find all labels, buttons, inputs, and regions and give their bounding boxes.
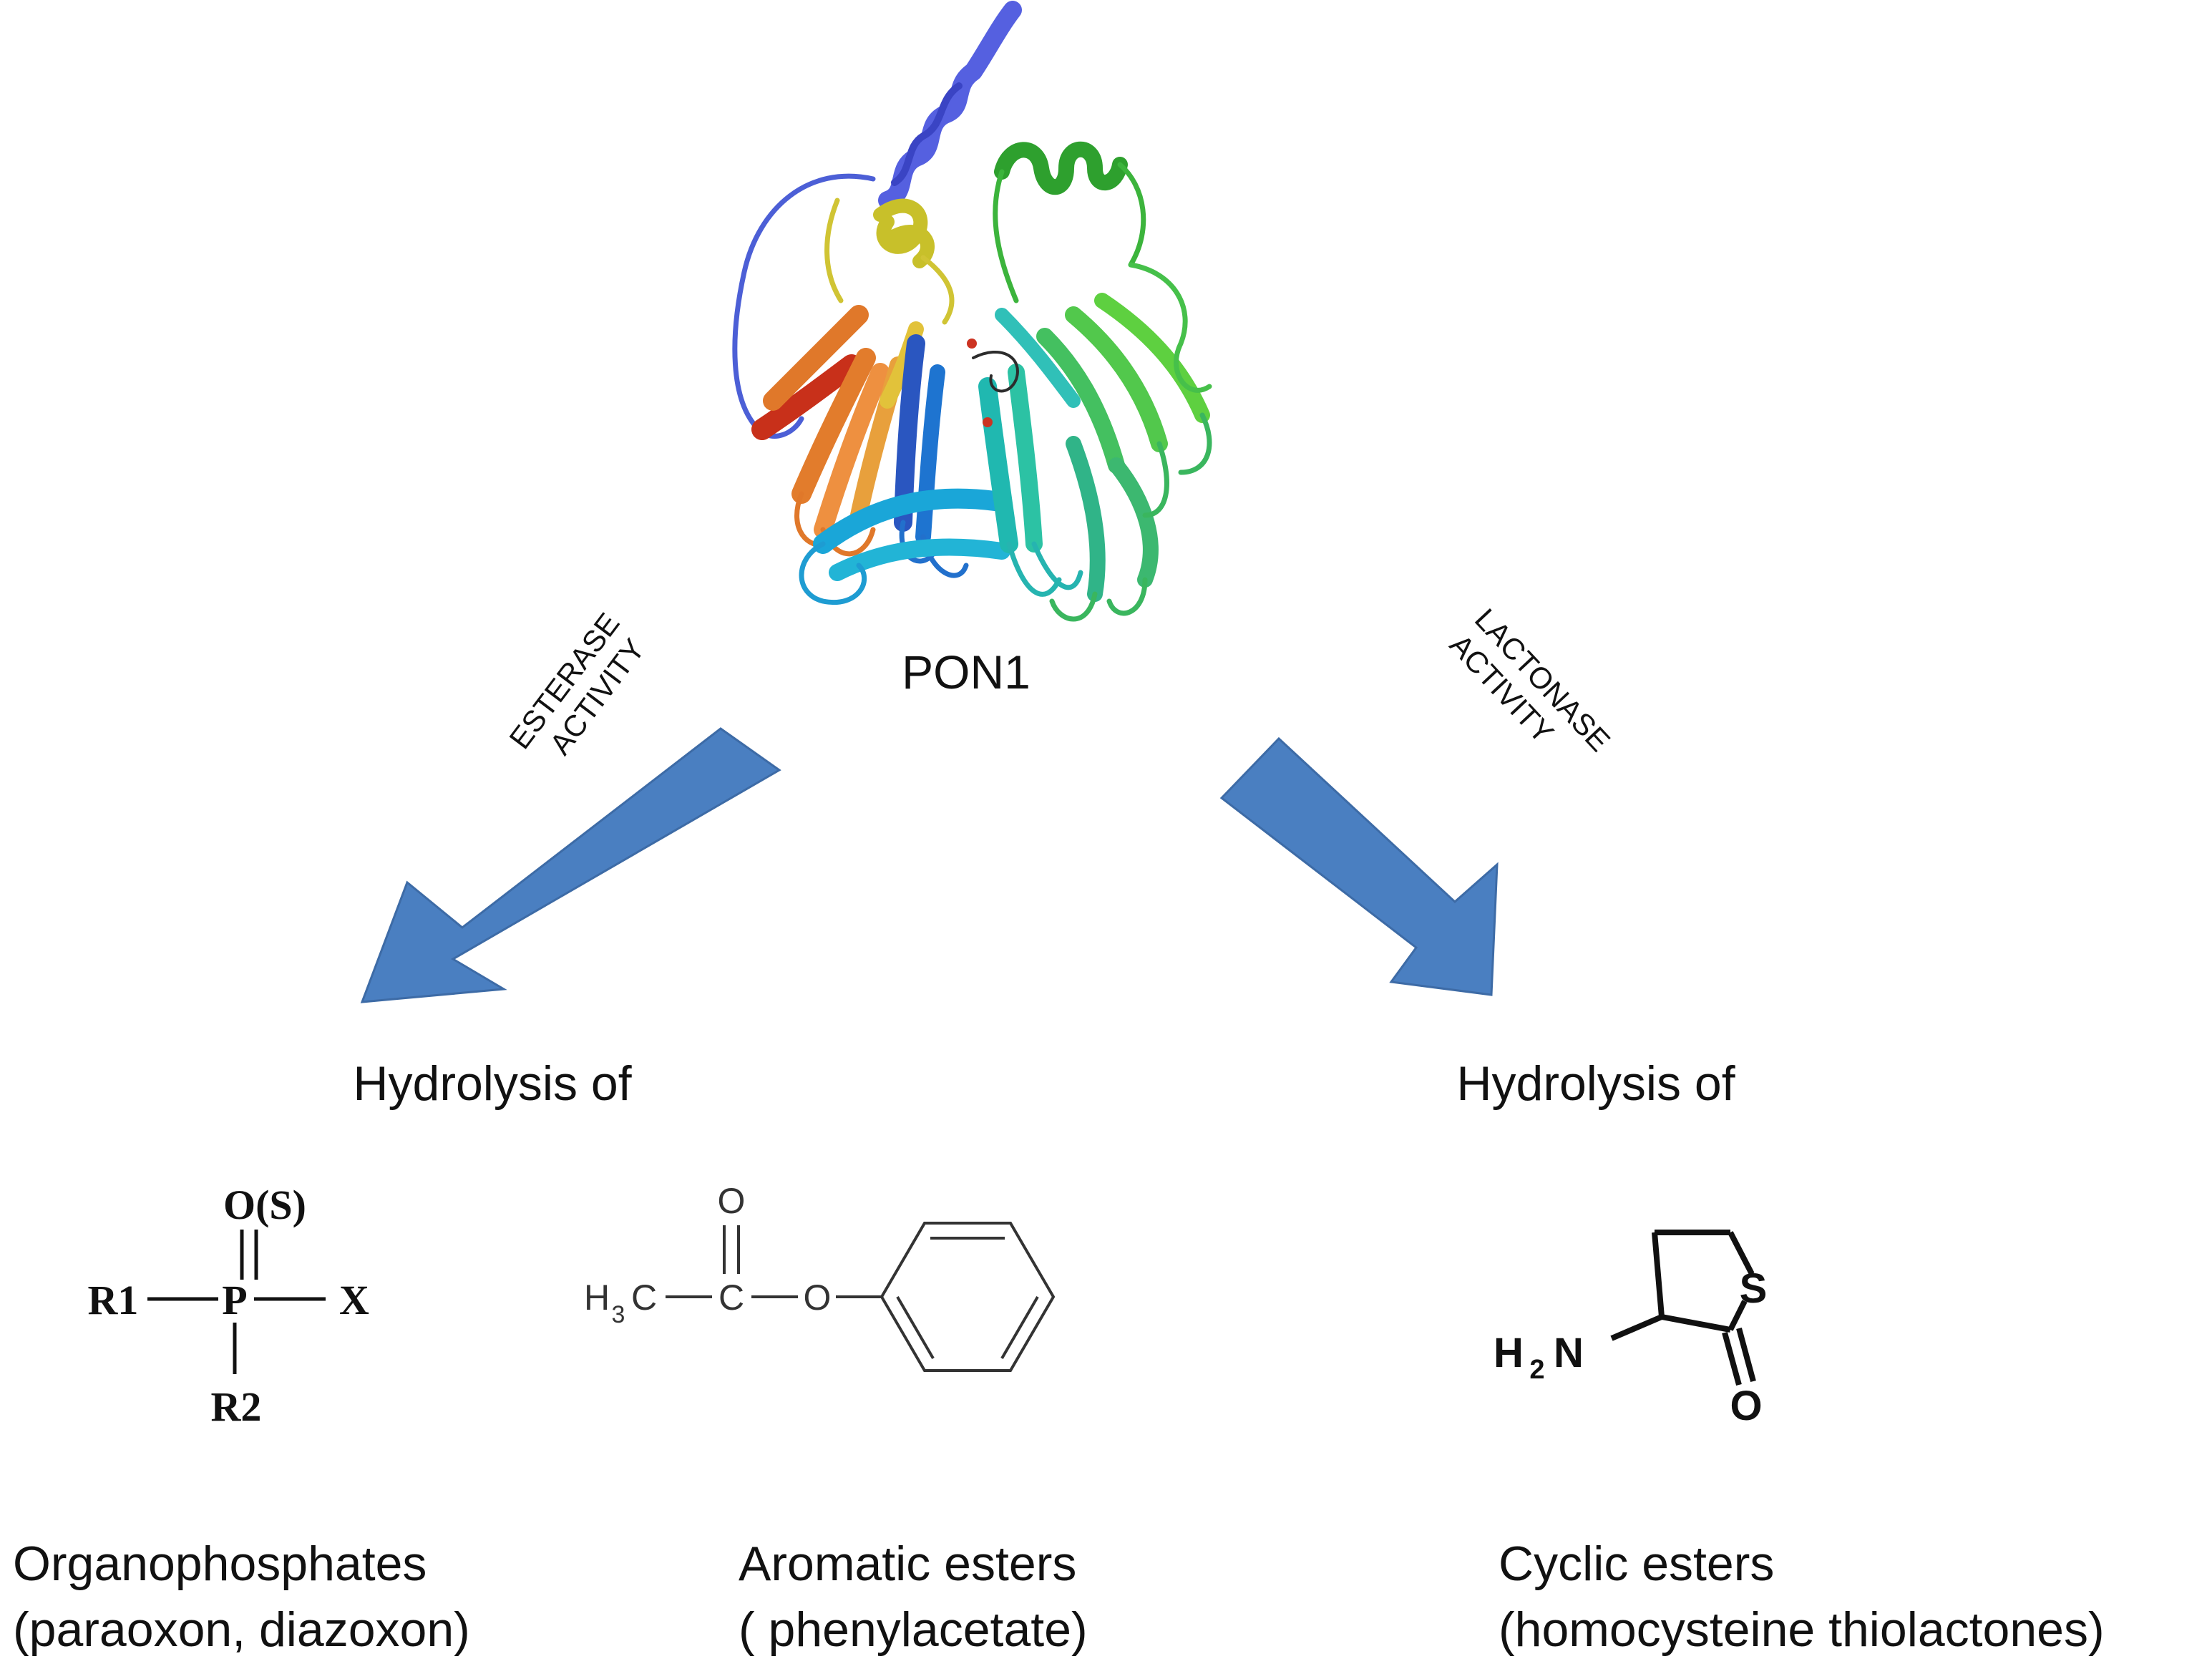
green-strand-5	[1066, 436, 1106, 602]
pa-methyl-sub: 3	[612, 1301, 625, 1328]
orange-strand-3	[814, 363, 890, 539]
orange-strand-1	[763, 305, 869, 411]
blue-helix-shade	[891, 82, 963, 186]
left-heading: Hydrolysis of	[353, 1056, 631, 1111]
yellow-helix	[873, 198, 935, 268]
cyan-loop-left	[799, 541, 867, 605]
op-bottom-group: R2	[211, 1383, 262, 1430]
pa-caption-line1: Aromatic esters	[739, 1537, 1076, 1591]
dark-active-loop	[972, 350, 1019, 393]
op-caption-line1: Organophosphates	[13, 1537, 427, 1591]
teal-strand-2	[1008, 364, 1043, 553]
cyan-strand-1	[813, 488, 1005, 554]
right-heading: Hydrolysis of	[1456, 1056, 1735, 1111]
blue-loop	[732, 173, 876, 439]
op-caption-line2: (paraoxon, diazoxon)	[13, 1602, 470, 1657]
lactonase-arrow-shape	[1219, 736, 1499, 996]
tl-carbonyl-b	[1736, 1327, 1756, 1383]
red-strand	[751, 354, 862, 440]
protein-label: PON1	[902, 646, 1031, 699]
metal-ion-2	[983, 417, 993, 427]
pa-ring-double-2	[1000, 1295, 1039, 1360]
yellow-loop	[824, 198, 955, 325]
lactonase-arrow	[1219, 736, 1499, 996]
esterase-arrow-shape	[360, 727, 781, 1003]
pa-ester-o: O	[804, 1278, 832, 1318]
organophosphate-structure: O(S) R1 P X R2	[88, 1182, 370, 1430]
green-loops	[1049, 412, 1212, 622]
op-center-atom: P	[222, 1277, 247, 1323]
pon1-protein-structure	[732, 1, 1212, 622]
pa-ring-double-3	[896, 1295, 935, 1360]
tl-bond-c3-c4	[1652, 1232, 1665, 1318]
esterase-arrow	[360, 727, 781, 1003]
darkblue-strand-2	[915, 364, 945, 545]
tl-bond-s-c2	[1728, 1300, 1748, 1331]
tl-bond-c3-n	[1610, 1314, 1663, 1341]
pa-methyl-c: C	[631, 1278, 657, 1318]
green-helix	[994, 141, 1128, 195]
orange-strand-2	[791, 348, 876, 504]
pa-carbonyl-o: O	[718, 1181, 746, 1221]
tl-amine-n: N	[1554, 1330, 1584, 1376]
tl-caption-line1: Cyclic esters	[1499, 1537, 1774, 1591]
tl-amine-h: H	[1494, 1330, 1524, 1376]
thiolactone-structure: S H 2 N O	[1494, 1230, 1768, 1429]
tl-amine-sub: 2	[1529, 1355, 1544, 1385]
tl-carbonyl-o: O	[1730, 1383, 1762, 1429]
green-strand-2	[1065, 306, 1168, 452]
green-strand-3	[1094, 293, 1210, 423]
op-top-atom: O(S)	[223, 1182, 306, 1228]
tl-bond-c5-s	[1728, 1231, 1755, 1275]
teal-loops	[1006, 541, 1083, 597]
tl-carbonyl-a	[1722, 1331, 1742, 1386]
pa-caption-line2: ( phenylacetate)	[739, 1602, 1088, 1657]
op-right-group: X	[339, 1277, 369, 1323]
pa-carbonyl-c: C	[718, 1278, 744, 1318]
tl-bond-c2-c3	[1661, 1314, 1731, 1333]
green-outer-loop	[1128, 262, 1212, 393]
pa-benzene-ring	[880, 1222, 1056, 1372]
esterase-label: ESTERASE ACTIVITY	[502, 607, 651, 761]
green-strand-4	[1109, 457, 1159, 588]
tl-sulfur: S	[1740, 1265, 1768, 1312]
phenylacetate-structure: O H 3 C C O	[584, 1181, 1056, 1372]
metal-ion-1	[967, 339, 977, 349]
green-loop	[993, 162, 1146, 303]
teal-strand-1	[978, 377, 1018, 553]
tl-caption-line2: (homocysteine thiolactones)	[1499, 1602, 2105, 1657]
pa-methyl-h: H	[584, 1278, 610, 1318]
lactonase-label: LACTONASE ACTIVITY	[1443, 602, 1617, 758]
green-strand-1	[1036, 328, 1125, 474]
teal-strand-3	[995, 308, 1081, 408]
op-left-group: R1	[88, 1277, 139, 1323]
